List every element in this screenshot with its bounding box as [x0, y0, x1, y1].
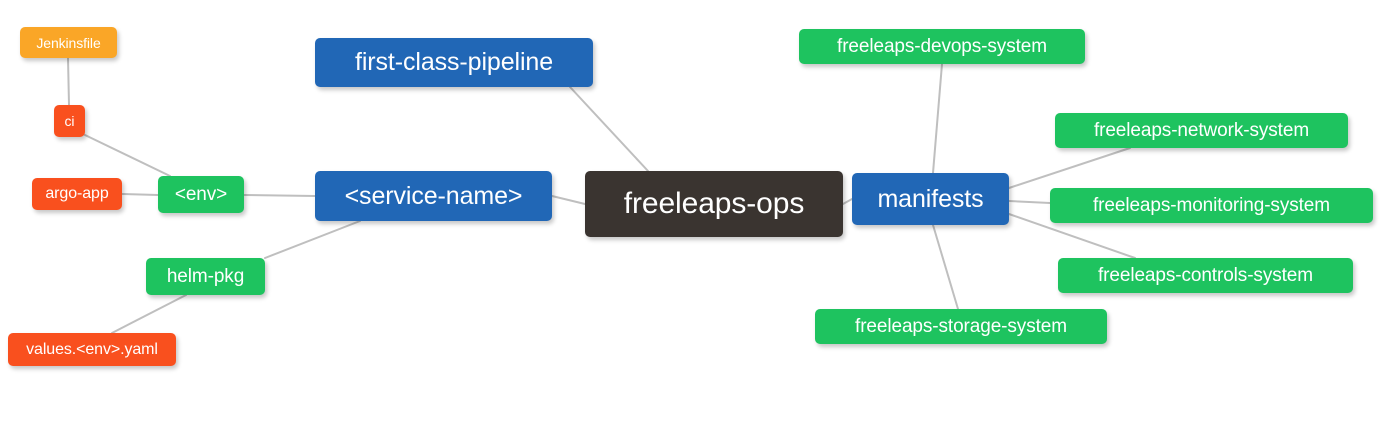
node-root[interactable]: freeleaps-ops: [585, 171, 843, 237]
node-pipeline[interactable]: first-class-pipeline: [315, 38, 593, 87]
edge-helm-values: [111, 294, 187, 334]
node-values[interactable]: values.<env>.yaml: [8, 333, 176, 366]
edge-manifests-devops: [932, 63, 943, 174]
node-monitoring[interactable]: freeleaps-monitoring-system: [1050, 188, 1373, 223]
edge-manifests-monitoring: [1008, 200, 1051, 204]
node-network[interactable]: freeleaps-network-system: [1055, 113, 1348, 148]
node-env[interactable]: <env>: [158, 176, 244, 213]
node-ci[interactable]: ci: [54, 105, 85, 137]
edge-manifests-storage: [932, 224, 959, 310]
node-jenkins[interactable]: Jenkinsfile: [20, 27, 117, 58]
edge-service-env: [243, 194, 316, 197]
node-argo[interactable]: argo-app: [32, 178, 122, 210]
edge-root-pipeline: [569, 86, 649, 172]
node-manifests[interactable]: manifests: [852, 173, 1009, 225]
node-service[interactable]: <service-name>: [315, 171, 552, 221]
edge-ci-jenkins: [67, 57, 70, 106]
node-controls[interactable]: freeleaps-controls-system: [1058, 258, 1353, 293]
edge-env-ci: [84, 134, 171, 177]
edge-service-helm: [264, 220, 361, 259]
edge-manifests-network: [1008, 147, 1131, 189]
edge-root-manifests: [842, 198, 853, 205]
node-storage[interactable]: freeleaps-storage-system: [815, 309, 1107, 344]
edge-root-service: [551, 195, 586, 205]
edge-env-argo: [121, 193, 159, 196]
node-devops[interactable]: freeleaps-devops-system: [799, 29, 1085, 64]
node-helm[interactable]: helm-pkg: [146, 258, 265, 295]
